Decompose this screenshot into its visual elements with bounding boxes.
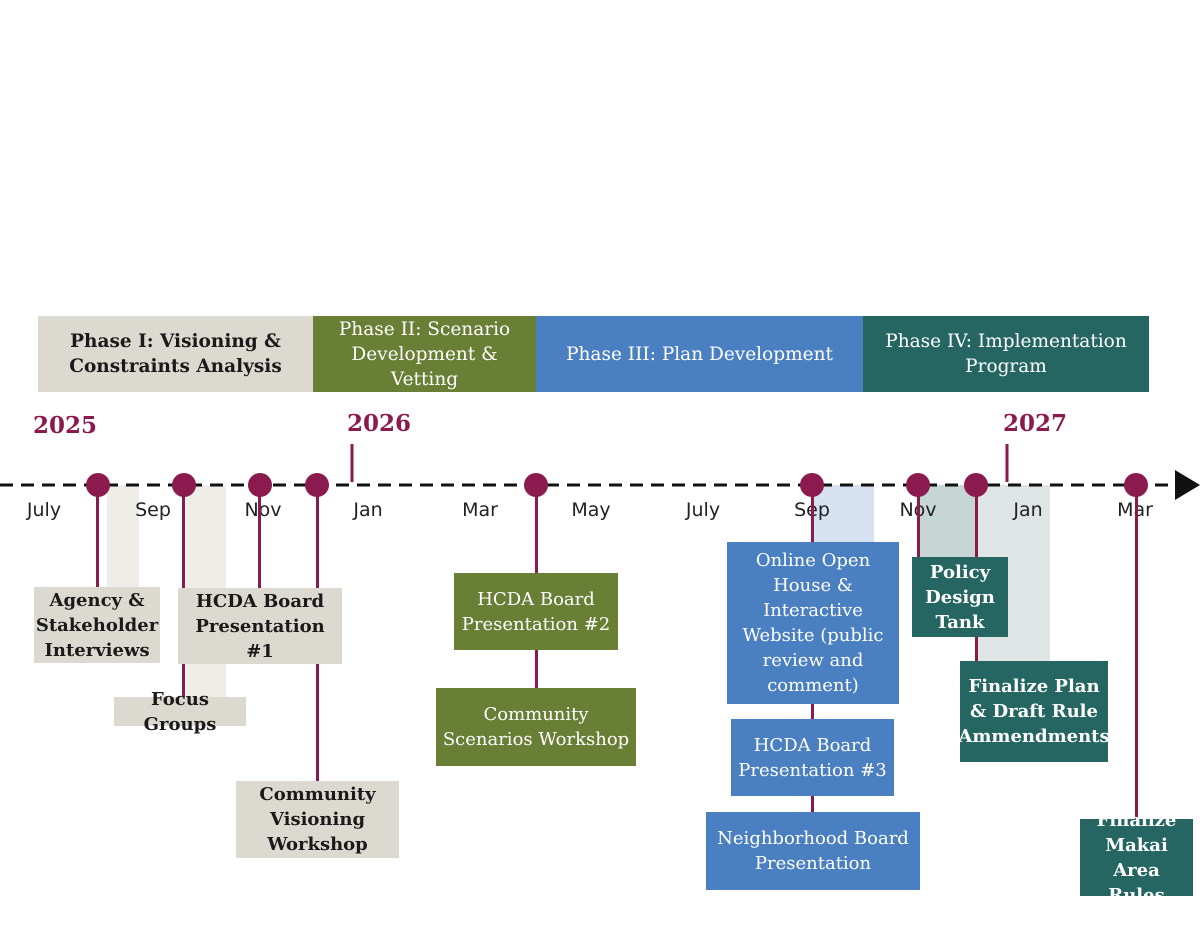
stem-policy-tank (917, 485, 920, 559)
milestone-dot (906, 473, 930, 497)
milestone-dot (305, 473, 329, 497)
milestone-dot (248, 473, 272, 497)
year-2025: 2025 (33, 412, 98, 439)
stem-makai (1135, 485, 1138, 821)
month-label: Sep (135, 499, 171, 521)
milestone-dot (86, 473, 110, 497)
phase-4-bar: Phase IV: Implementation Program (863, 316, 1149, 392)
stem-hcda-1 (258, 485, 261, 589)
event-focus-groups: Focus Groups (114, 689, 246, 735)
year-2027: 2027 (1003, 410, 1068, 437)
milestone-dot (964, 473, 988, 497)
milestone-dot (1124, 473, 1148, 497)
month-label: Mar (462, 499, 498, 521)
event-policy-design-tank: Policy Design Tank (912, 557, 1008, 637)
month-label: Jan (353, 499, 383, 521)
interviews-band (107, 485, 139, 588)
event-finalize-makai: Finalize Makai Area Rules (1080, 810, 1193, 906)
milestone-dot (800, 473, 824, 497)
open-house-band (813, 485, 874, 542)
phase-2-bar: Phase II: Scenario Development & Vetting (313, 316, 536, 392)
arrow-head-icon (1175, 470, 1200, 500)
event-hcda-board-1: HCDA Board Presentation #1 (178, 588, 342, 664)
event-hcda-board-3: HCDA Board Presentation #3 (731, 719, 894, 796)
year-2026: 2026 (347, 410, 412, 437)
month-label: July (26, 499, 62, 521)
milestone-dot (524, 473, 548, 497)
month-label: May (571, 499, 611, 521)
event-community-scenarios: Community Scenarios Workshop (436, 688, 636, 766)
stem-interviews (96, 485, 99, 589)
month-label: July (685, 499, 721, 521)
phase-1-bar: Phase I: Visioning & Constraints Analysi… (38, 316, 313, 392)
event-community-visioning: Community Visioning Workshop (236, 781, 399, 858)
event-agency-interviews: Agency & Stakeholder Interviews (34, 587, 160, 663)
month-label: Jan (1013, 499, 1043, 521)
phase-3-bar: Phase III: Plan Development (536, 316, 863, 392)
event-hcda-board-2: HCDA Board Presentation #2 (454, 573, 618, 650)
event-finalize-plan: Finalize Plan & Draft Rule Ammendments (958, 661, 1110, 762)
month-label: Nov (244, 499, 282, 521)
milestone-dot (172, 473, 196, 497)
event-online-open-house: Online Open House & Interactive Website … (727, 542, 899, 704)
event-neighborhood-board: Neighborhood Board Presentation (706, 812, 920, 890)
